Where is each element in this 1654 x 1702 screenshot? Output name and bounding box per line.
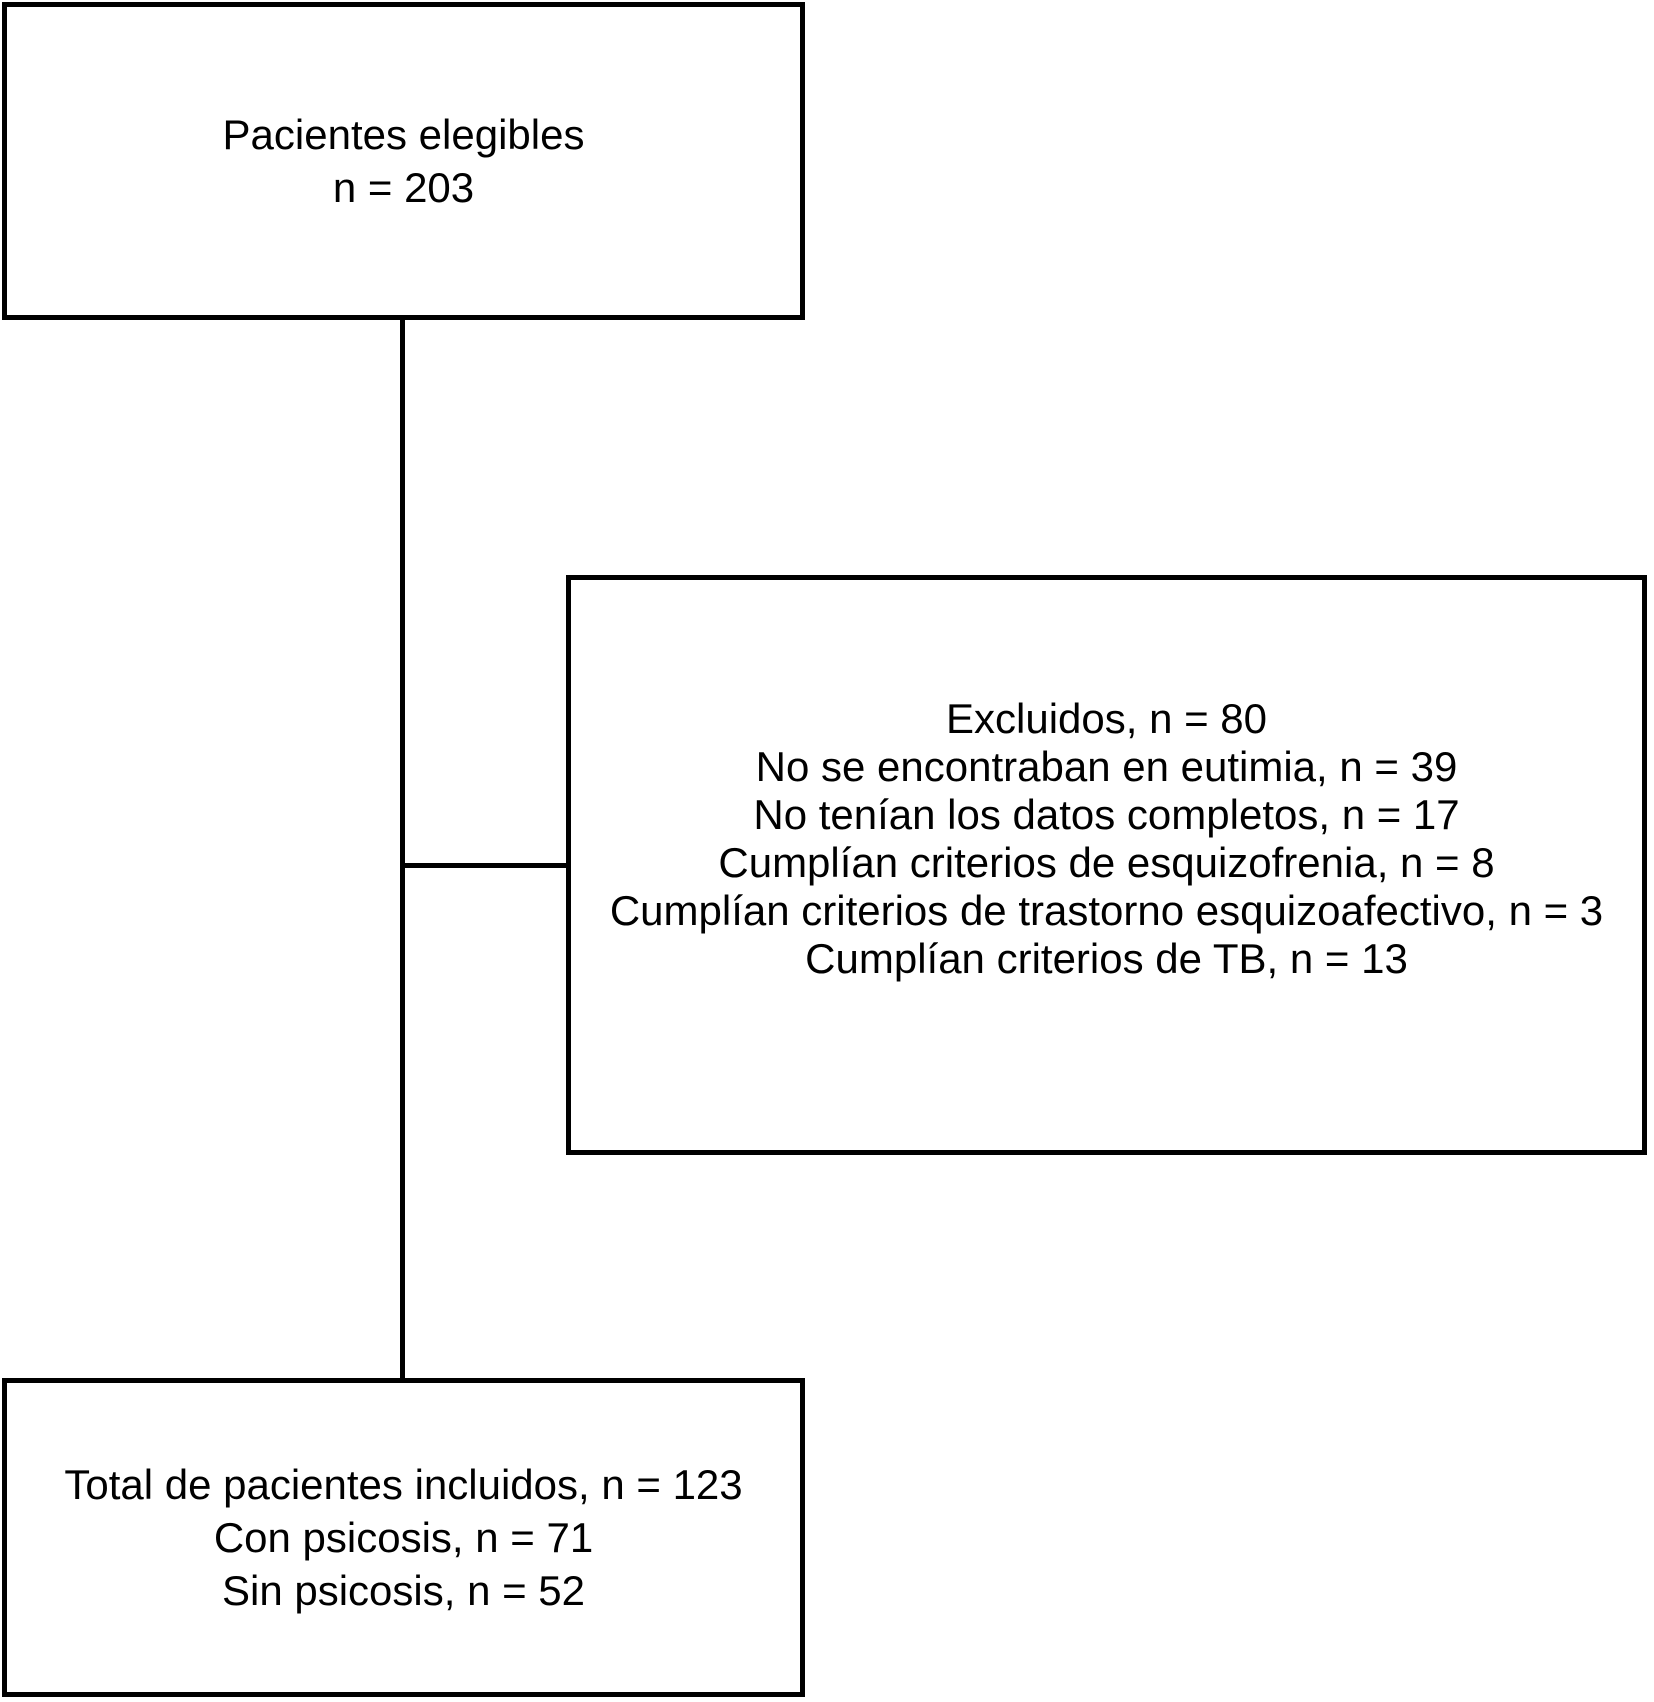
included-con-psicosis-line: Con psicosis, n = 71	[213, 1514, 594, 1561]
included-sin-psicosis-line: Sin psicosis, n = 52	[221, 1567, 586, 1614]
excluded-reason-esquizofrenia-line: Cumplían criterios de esquizofrenia, n =…	[718, 839, 1495, 886]
excluded-box-text: Excluidos, n = 80 No se encontraban en e…	[571, 695, 1642, 983]
excluded-patients-box: Excluidos, n = 80 No se encontraban en e…	[566, 575, 1647, 1155]
excluded-reason-esquizoafectivo-line: Cumplían criterios de trastorno esquizoa…	[609, 887, 1604, 934]
included-total-line: Total de pacientes incluidos, n = 123	[64, 1461, 743, 1508]
eligible-title-line: Pacientes elegibles	[222, 111, 585, 158]
excluded-total-line: Excluidos, n = 80	[945, 695, 1268, 742]
included-box-text: Total de pacientes incluidos, n = 123 Co…	[7, 1458, 800, 1617]
eligible-patients-box: Pacientes elegibles n = 203	[2, 2, 805, 320]
connector-branch-line	[403, 863, 566, 868]
eligible-count-line: n = 203	[332, 164, 475, 211]
excluded-reason-eutimia-line: No se encontraban en eutimia, n = 39	[755, 743, 1458, 790]
included-patients-box: Total de pacientes incluidos, n = 123 Co…	[2, 1378, 805, 1697]
eligible-box-text: Pacientes elegibles n = 203	[7, 108, 800, 214]
excluded-reason-datos-line: No tenían los datos completos, n = 17	[753, 791, 1460, 838]
excluded-reason-tb-line: Cumplían criterios de TB, n = 13	[805, 935, 1408, 982]
connector-vertical-line	[400, 320, 405, 1378]
